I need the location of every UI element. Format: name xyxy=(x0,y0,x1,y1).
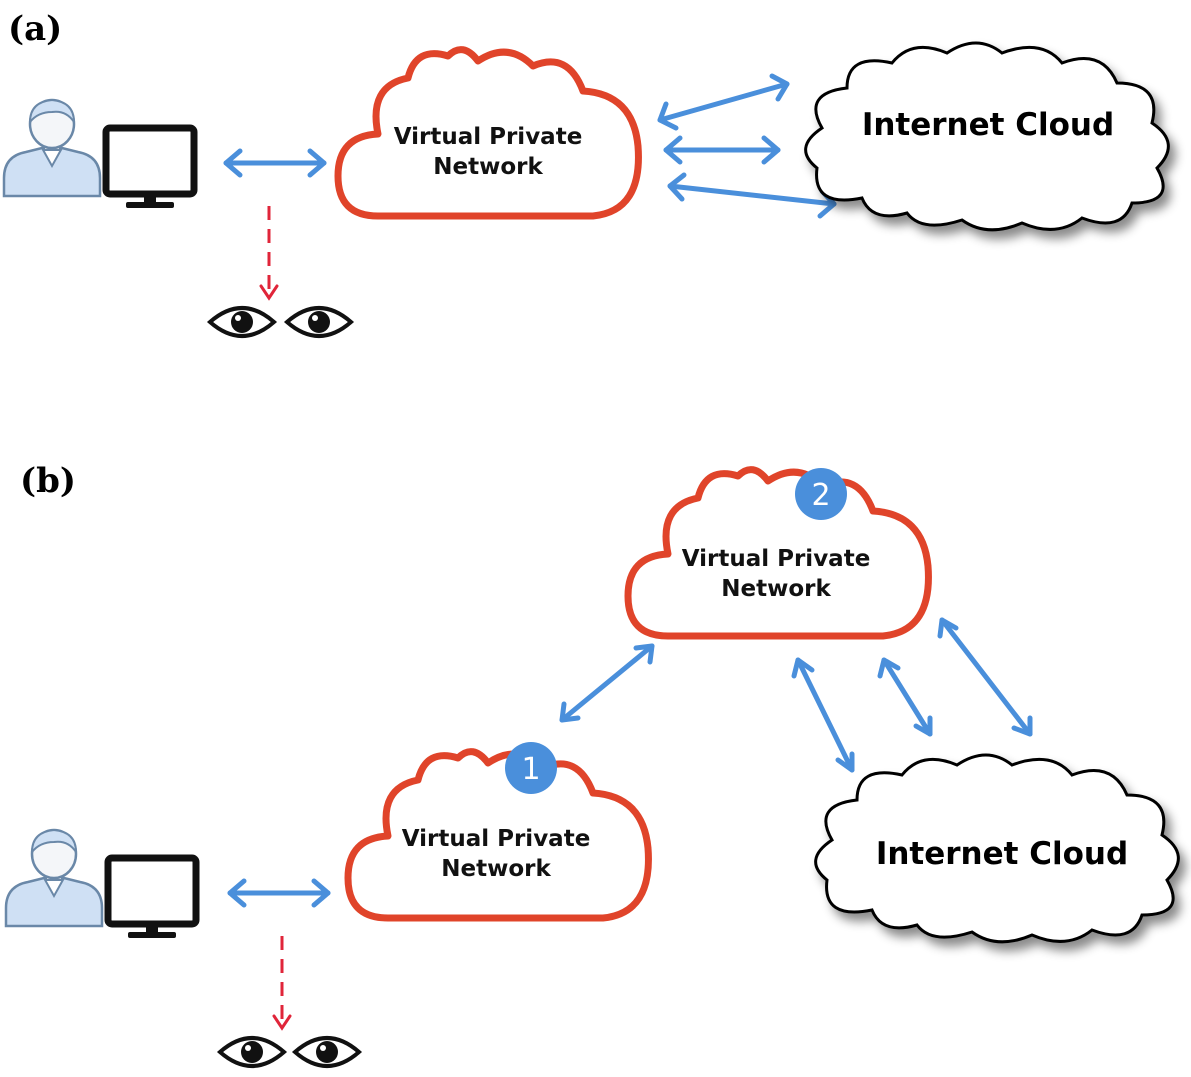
computer-monitor-icon xyxy=(108,858,196,938)
eavesdrop-arrow xyxy=(272,936,292,1031)
hop-badge-2 xyxy=(795,468,847,520)
vpn-hop-arrow xyxy=(559,643,655,723)
hop-badge-1 xyxy=(505,742,557,794)
vpn-cloud: Virtual Private Network xyxy=(338,50,638,216)
eye-icon xyxy=(293,1036,361,1068)
user-vpn-arrow xyxy=(223,148,327,178)
vpn-label-line2: Network xyxy=(433,154,543,180)
hop-badge-1-text: 1 xyxy=(521,752,540,787)
vpn-label-line1: Virtual Private xyxy=(402,826,591,852)
internet-cloud: Internet Cloud xyxy=(804,41,1170,232)
vpn-internet-arrows xyxy=(791,617,1033,773)
vpn-label-line1: Virtual Private xyxy=(394,124,583,150)
vpn-label-line1: Virtual Private xyxy=(682,546,871,572)
panel-a-label: (a) xyxy=(8,9,62,49)
user-icon xyxy=(2,98,102,198)
vpn-internet-arrows xyxy=(657,73,837,219)
vpn-cloud-1: 1 Virtual Private Network xyxy=(348,742,648,918)
user-icon xyxy=(4,828,104,928)
vpn-label-line2: Network xyxy=(441,856,551,882)
user-vpn-arrow xyxy=(227,878,331,908)
vpn-cloud-2: 2 Virtual Private Network xyxy=(628,468,928,636)
eye-icon xyxy=(285,306,353,338)
eye-icon xyxy=(208,306,276,338)
internet-cloud: Internet Cloud xyxy=(814,753,1180,944)
eye-icon xyxy=(218,1036,286,1068)
vpn-label-line2: Network xyxy=(721,576,831,602)
panel-b-label: (b) xyxy=(20,461,76,501)
eavesdrop-arrow xyxy=(259,206,279,301)
computer-monitor-icon xyxy=(106,128,194,208)
hop-badge-2-text: 2 xyxy=(811,478,830,513)
internet-cloud-label: Internet Cloud xyxy=(862,107,1114,143)
internet-cloud-label: Internet Cloud xyxy=(876,836,1128,872)
